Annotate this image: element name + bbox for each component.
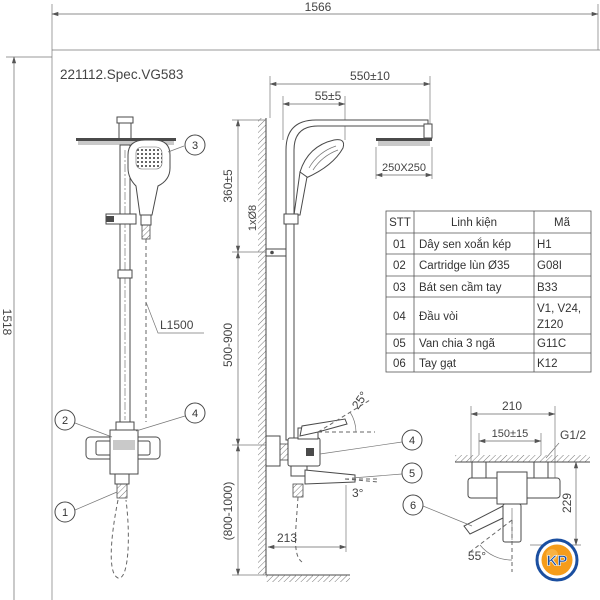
- row-code: G08I: [537, 260, 562, 272]
- spout-angle-label: 3°: [352, 486, 364, 500]
- lever-swing-label: 55°: [468, 549, 486, 563]
- table-row: 06 Tay gạt K12: [393, 358, 557, 370]
- overall-height-label: 1518: [0, 309, 14, 336]
- callout-1-front: [54, 501, 76, 523]
- parts-table: STT Linh kiện Mã 01 Dây sen xoắn kép H1 …: [385, 210, 592, 373]
- drawing-code: 221112.Spec.VG583: [60, 67, 183, 82]
- hose-length-label: L1500: [160, 318, 194, 332]
- row-part: Tay gạt: [419, 358, 457, 370]
- callout-2-front: [54, 409, 76, 431]
- front-view: L1500 3 2 4 1: [54, 116, 206, 579]
- inlet-thread-label: G1/2: [560, 428, 586, 442]
- arm-offset-label: 55±5: [315, 89, 342, 103]
- wall-bracket: [265, 248, 287, 257]
- row-code-line-2: Z120: [537, 319, 563, 331]
- arm-length-label: 550±10: [350, 69, 390, 83]
- row-code: H1: [537, 239, 552, 251]
- row-code: B33: [537, 282, 557, 294]
- callout-3-label: 3: [192, 140, 198, 152]
- sheet-frame: [6, 4, 600, 600]
- lever-angle-label: 25°: [349, 389, 371, 412]
- brand-logo: KP: [535, 538, 579, 582]
- bracket-to-mixer-label: 500-900: [221, 323, 235, 367]
- head-to-bracket-label: 360±5: [221, 169, 235, 203]
- mixer-width-label: 210: [502, 399, 522, 413]
- mixer-side: [265, 418, 356, 498]
- callout-4-front-label: 4: [192, 408, 198, 420]
- callout-5-label: 5: [409, 468, 415, 480]
- head-size-label: 250X250: [382, 162, 426, 174]
- bracket-hole-label: 1xØ8: [247, 205, 259, 231]
- row-part: Bát sen cầm tay: [419, 282, 502, 294]
- callout-2-label: 2: [62, 415, 68, 427]
- hand-shower-side: [283, 139, 345, 225]
- inlet-spacing-label: 150±15: [492, 428, 529, 440]
- callout-4-side: [401, 429, 423, 451]
- mixer-depth-label: 229: [560, 493, 574, 513]
- mixer-height-label: (800-1000): [221, 482, 235, 541]
- table-row: 01 Dây sen xoắn kép H1: [393, 238, 552, 251]
- table-row: 02 Cartridge lùn Ø35 G08I: [393, 260, 562, 272]
- row-code: G11C: [537, 338, 566, 350]
- row-part: Cartridge lùn Ø35: [419, 260, 510, 272]
- row-no: 05: [393, 338, 406, 350]
- table-row: 04 Đầu vòi V1, V24, Z120: [393, 303, 581, 331]
- mixer-front: [85, 421, 161, 499]
- callout-5-side: [401, 462, 423, 484]
- spout-projection-label: 213: [277, 531, 297, 545]
- row-part: Dây sen xoắn kép: [419, 238, 511, 251]
- mixer-detail-view: 210 150±15 G1/2 55° 229 6: [402, 399, 590, 572]
- side-view: 550±10 55±5 250X250: [221, 69, 433, 582]
- table-header-part: Linh kiện: [451, 217, 497, 229]
- row-part: Van chia 3 ngã: [419, 338, 495, 350]
- callout-6-detail: [402, 494, 424, 516]
- table-header-code: Mã: [554, 217, 571, 229]
- table-header-stt: STT: [389, 217, 411, 229]
- hand-shower-front: [127, 139, 171, 240]
- row-no: 01: [393, 239, 406, 251]
- callout-6-label: 6: [410, 500, 416, 512]
- rain-shower-head-front: [76, 116, 176, 145]
- table-row: 05 Van chia 3 ngã G11C: [393, 338, 566, 350]
- wall-section: [258, 118, 266, 575]
- row-no: 03: [393, 282, 406, 294]
- overall-width-label: 1566: [305, 0, 332, 14]
- callout-3-front: [184, 134, 206, 156]
- rain-shower-head-side: [376, 123, 433, 146]
- row-code: K12: [537, 358, 557, 370]
- callout-4-side-label: 4: [409, 435, 415, 447]
- row-no: 06: [393, 358, 406, 370]
- row-code-line-1: V1, V24,: [537, 303, 581, 315]
- slider-holder: [105, 213, 137, 279]
- callout-1-label: 1: [62, 507, 68, 519]
- row-part: Đầu vòi: [419, 311, 458, 323]
- row-no: 04: [393, 311, 406, 323]
- callout-4-front: [184, 402, 206, 424]
- logo-letters: KP: [547, 553, 568, 570]
- row-no: 02: [393, 260, 406, 272]
- table-row: 03 Bát sen cầm tay B33: [393, 282, 557, 294]
